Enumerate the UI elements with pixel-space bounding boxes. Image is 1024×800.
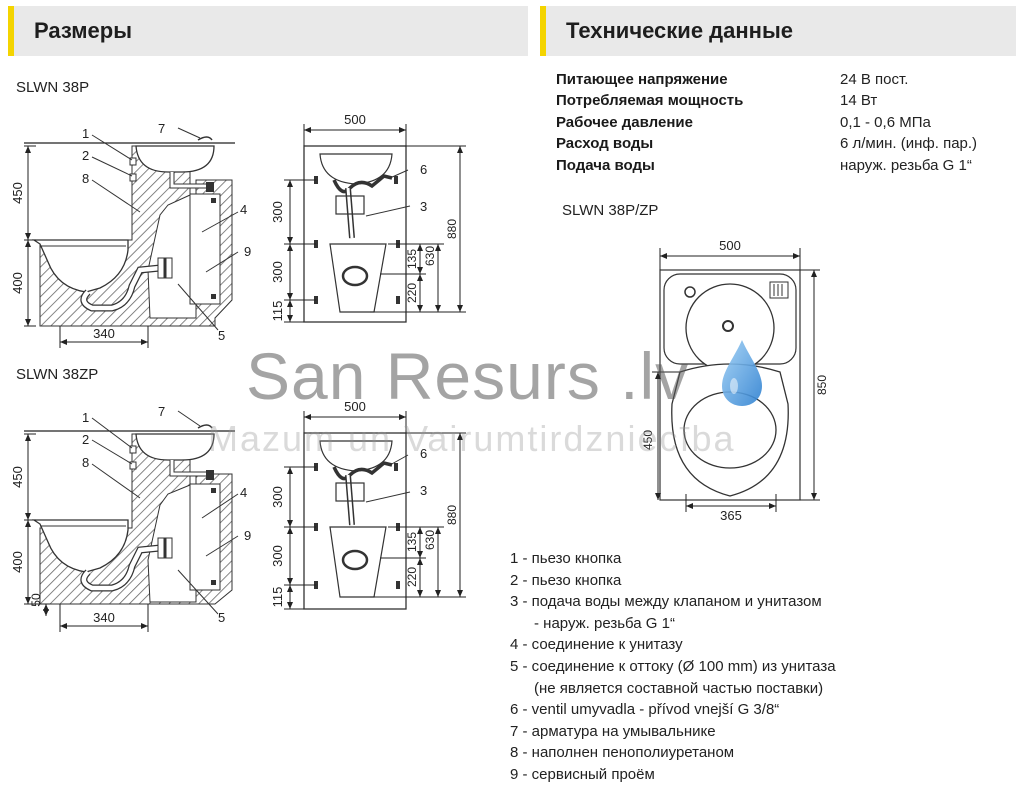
model-label-right: SLWN 38P/ZP: [562, 202, 659, 219]
callout-6-bottom: 6: [420, 446, 427, 461]
dim-side-340-bottom: 340: [93, 610, 115, 625]
dim-front-500-top: 500: [344, 112, 366, 127]
legend-item: 2 - пьезо кнопка: [510, 571, 622, 589]
section-header-tech-data: Технические данные: [540, 6, 1016, 56]
dim-front-135-top: 135: [405, 249, 419, 269]
dim-front-880-bottom: 880: [445, 505, 459, 525]
legend-item: 6 - ventil umyvadla - přívod vnejší G 3/…: [510, 701, 780, 719]
dim-front-300b-bottom: 300: [270, 545, 285, 567]
legend-item: 8 - наполнен пенополиуретаном: [510, 744, 735, 762]
callout-3-bottom: 3: [420, 483, 427, 498]
dim-top-850: 850: [815, 375, 829, 395]
legend-item: 9 - сервисный проём: [510, 765, 655, 783]
watermark-subtext: Mazum un Vairumtirdzniecība: [208, 418, 736, 459]
dim-side-400-top: 400: [10, 272, 25, 294]
dim-front-300a-bottom: 300: [270, 486, 285, 508]
callout-1-top: 1: [82, 126, 89, 141]
dim-side-450-top: 450: [10, 182, 25, 204]
legend-item: (не является составной частью поставки): [534, 679, 824, 697]
spec-value: 24 В пост.: [840, 71, 909, 88]
dim-front-220-bottom: 220: [405, 567, 419, 587]
dim-side-400-bottom: 400: [10, 551, 25, 573]
model-label-top: SLWN 38P: [16, 79, 90, 96]
callout-3-top: 3: [420, 199, 427, 214]
spec-row: Потребляемая мощность 14 Вт: [556, 90, 977, 111]
spec-value: 6 л/мин. (инф. пар.): [840, 135, 978, 153]
dim-side-450-bottom: 450: [10, 466, 25, 488]
legend-item: 7 - арматура на умывальнике: [510, 722, 716, 740]
dim-side-340-top: 340: [93, 326, 115, 341]
dim-front-630-top: 630: [423, 246, 437, 266]
spec-label: Расход воды: [556, 135, 654, 153]
spec-row: Расход воды 6 л/мин. (инф. пар.): [556, 133, 977, 154]
watermark-text: San Resurs .lv: [246, 339, 690, 413]
spec-value: 14 Вт: [840, 92, 878, 110]
callout-8-bottom: 8: [82, 455, 89, 470]
top-view: [652, 248, 820, 512]
spec-label: Питающее напряжение: [556, 71, 728, 88]
dim-front-880-top: 880: [445, 219, 459, 239]
callout-9-bottom: 9: [244, 528, 251, 543]
spec-value: 0,1 - 0,6 МПа: [840, 113, 931, 131]
spec-label: Потребляемая мощность: [556, 92, 744, 110]
callout-7-bottom: 7: [158, 404, 165, 419]
callout-5-bottom: 5: [218, 610, 225, 625]
parts-legend: 1 - пьезо кнопка 2 - пьезо кнопка 3 - по…: [510, 548, 836, 786]
dim-top-500: 500: [719, 238, 741, 253]
front-view-bottom: [284, 411, 466, 610]
spec-row: Питающее напряжение 24 В пост.: [556, 69, 977, 90]
dim-front-630-bottom: 630: [423, 530, 437, 550]
dim-front-115-bottom: 115: [270, 587, 285, 608]
dim-top-450: 450: [641, 430, 655, 450]
legend-item: 1 - пьезо кнопка: [510, 550, 622, 567]
legend-item: 4 - соединение к унитазу: [510, 636, 683, 654]
dim-front-300b-top: 300: [270, 261, 285, 283]
callout-6-top: 6: [420, 162, 427, 177]
spec-row: Рабочее давление 0,1 - 0,6 МПа: [556, 112, 977, 133]
side-view-top: [24, 127, 239, 348]
legend-item: 5 - соединение к оттоку (Ø 100 mm) из ун…: [510, 657, 836, 675]
callout-5-top: 5: [218, 328, 225, 343]
dim-front-220-top: 220: [405, 283, 419, 303]
spec-label: Подача воды: [556, 156, 655, 174]
section-header-dimensions: Размеры: [8, 6, 528, 56]
side-view-bottom: [24, 410, 239, 632]
dim-top-365: 365: [720, 508, 742, 523]
callout-numbers: 1 2 8 7 4 9 5 6 3 1 2 8 7 4 9 5 6 3: [82, 121, 427, 625]
callout-9-top: 9: [244, 244, 251, 259]
callout-4-top: 4: [240, 202, 247, 217]
front-view-top: [284, 124, 466, 323]
callout-4-bottom: 4: [240, 485, 247, 500]
callout-7-top: 7: [158, 121, 165, 136]
spec-row: Подача воды наруж. резьба G 1“: [556, 155, 977, 176]
water-drop-icon: [722, 340, 762, 406]
callout-2-bottom: 2: [82, 432, 89, 447]
dim-side-50: 50: [29, 593, 43, 607]
callout-2-top: 2: [82, 148, 89, 163]
spec-value: наруж. резьба G 1“: [840, 156, 972, 174]
tech-specs-table: Питающее напряжение 24 В пост. Потребляем…: [556, 69, 977, 176]
spec-label: Рабочее давление: [556, 113, 693, 131]
dim-front-115-top: 115: [270, 301, 285, 322]
dim-front-300a-top: 300: [270, 201, 285, 223]
dim-front-135-bottom: 135: [405, 532, 419, 552]
legend-item: - наруж. резьба G 1“: [534, 614, 675, 632]
section-title-tech-data: Технические данные: [566, 18, 793, 43]
section-title-dimensions: Размеры: [34, 18, 133, 43]
dim-front-500-bottom: 500: [344, 399, 366, 414]
callout-8-top: 8: [82, 171, 89, 186]
dimension-labels: 450 400 340 450 400 50 340 500 300 300 1…: [10, 112, 829, 625]
legend-item: 3 - подача воды между клапаном и унитазо…: [510, 593, 822, 611]
callout-1-bottom: 1: [82, 410, 89, 425]
model-label-bottom: SLWN 38ZP: [16, 366, 99, 383]
